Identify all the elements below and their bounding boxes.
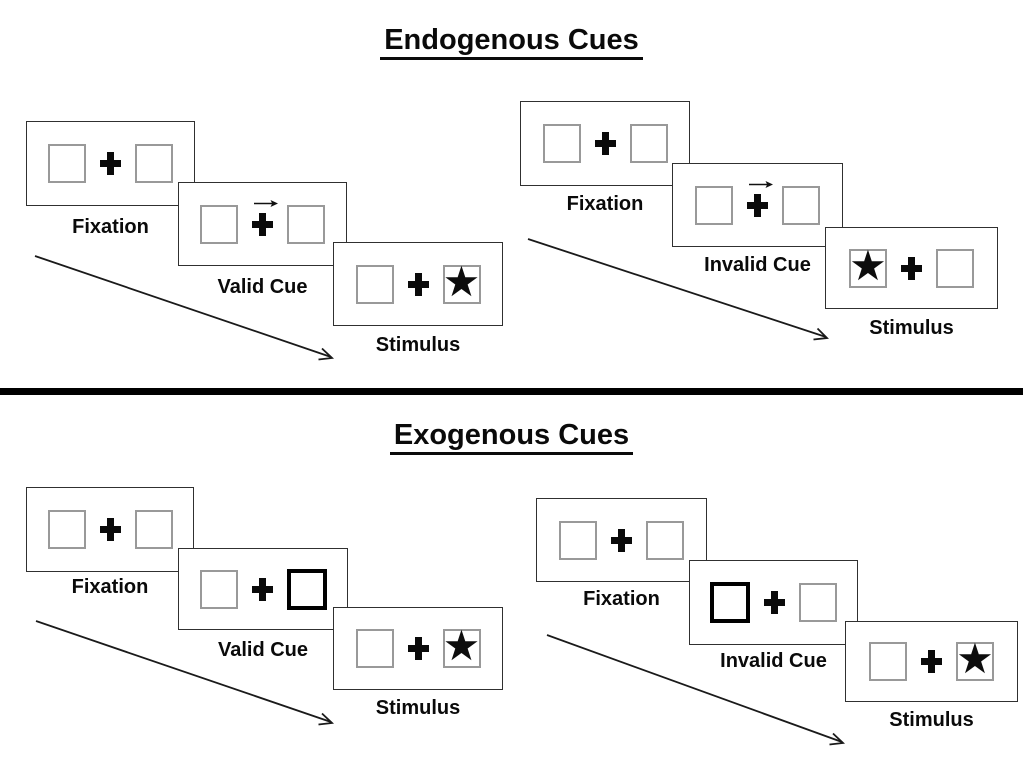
fixation-cross-icon <box>251 577 273 601</box>
placeholder-box-right <box>799 583 837 622</box>
placeholder-box-left <box>355 264 394 304</box>
placeholder-box-right <box>629 124 668 163</box>
panel-stimulus: ★ <box>845 621 1018 702</box>
panel-label-stimulus: Stimulus <box>375 334 461 356</box>
panel-fixation <box>26 487 194 572</box>
placeholder-box-left <box>559 520 597 560</box>
panel-label-valid-cue: Valid Cue <box>217 276 308 298</box>
placeholder-box-left <box>695 185 733 225</box>
placeholder-box-right <box>782 185 820 225</box>
placeholder-box-right <box>936 248 974 288</box>
fixation-cross-icon <box>100 152 121 175</box>
panel-label-valid-cue: Valid Cue <box>217 639 309 661</box>
panel-stimulus: ★ <box>333 607 503 690</box>
panel-label-fixation: Fixation <box>71 576 149 598</box>
panel-valid-cue <box>178 548 348 630</box>
stimulus-box-right: ★ <box>442 260 481 304</box>
panel-invalid-cue <box>672 163 843 247</box>
placeholder-box-right <box>287 204 325 244</box>
placeholder-box-left <box>199 569 238 609</box>
panel-fixation <box>26 121 195 206</box>
panel-label-stimulus: Stimulus <box>375 697 461 719</box>
placeholder-box-right <box>134 510 173 549</box>
placeholder-box-left <box>48 144 86 183</box>
panel-label-stimulus: Stimulus <box>889 709 974 731</box>
placeholder-box-left <box>542 124 581 163</box>
highlight-cue-box-right <box>286 568 327 610</box>
cue-arrow-right-icon <box>253 199 278 207</box>
panel-label-stimulus: Stimulus <box>869 317 954 339</box>
fixation-cross-icon <box>764 591 785 614</box>
panel-label-fixation: Fixation <box>566 193 644 215</box>
panel-label-invalid-cue: Invalid Cue <box>720 650 827 672</box>
section-title-text: Exogenous Cues <box>389 419 634 455</box>
fixation-cross-icon <box>252 199 278 236</box>
panel-label-fixation: Fixation <box>72 216 149 238</box>
fixation-cross-icon <box>747 180 773 217</box>
star-stimulus-icon: ★ <box>849 240 887 290</box>
panel-label-invalid-cue: Invalid Cue <box>704 254 811 276</box>
placeholder-box-left <box>355 629 394 668</box>
fixation-cross-icon <box>594 132 616 155</box>
section-title-exogenous: Exogenous Cues <box>0 419 1023 455</box>
panel-stimulus: ★ <box>333 242 503 326</box>
panel-fixation <box>536 498 707 582</box>
fixation-cross-icon <box>99 518 121 541</box>
panel-label-fixation: Fixation <box>583 588 660 610</box>
fixation-cross-icon <box>901 256 922 280</box>
star-stimulus-icon: ★ <box>442 621 481 670</box>
section-title-text: Endogenous Cues <box>380 24 643 60</box>
star-stimulus-icon: ★ <box>442 256 481 306</box>
panel-invalid-cue <box>689 560 858 645</box>
highlight-cue-box-left <box>710 582 750 623</box>
placeholder-box-left <box>869 642 907 681</box>
placeholder-box-right <box>135 144 173 183</box>
fixation-cross-icon <box>921 650 942 673</box>
placeholder-box-left <box>47 510 86 549</box>
panel-stimulus: ★ <box>825 227 998 309</box>
panel-fixation <box>520 101 690 186</box>
placeholder-box-left <box>200 204 238 244</box>
star-stimulus-icon: ★ <box>956 634 994 683</box>
stimulus-box-left: ★ <box>849 244 887 288</box>
panel-valid-cue <box>178 182 347 266</box>
timeline-arrow-exogenous-valid <box>35 620 335 726</box>
stimulus-box-right: ★ <box>442 625 481 668</box>
section-divider <box>0 388 1023 395</box>
section-title-endogenous: Endogenous Cues <box>0 24 1023 60</box>
fixation-cross-icon <box>611 528 632 552</box>
placeholder-box-right <box>646 520 684 560</box>
stimulus-box-right: ★ <box>956 638 994 681</box>
cue-arrow-right-icon <box>748 180 773 188</box>
timeline-arrow-endogenous-valid <box>34 255 335 361</box>
fixation-cross-icon <box>407 272 429 296</box>
fixation-cross-icon <box>407 637 429 660</box>
